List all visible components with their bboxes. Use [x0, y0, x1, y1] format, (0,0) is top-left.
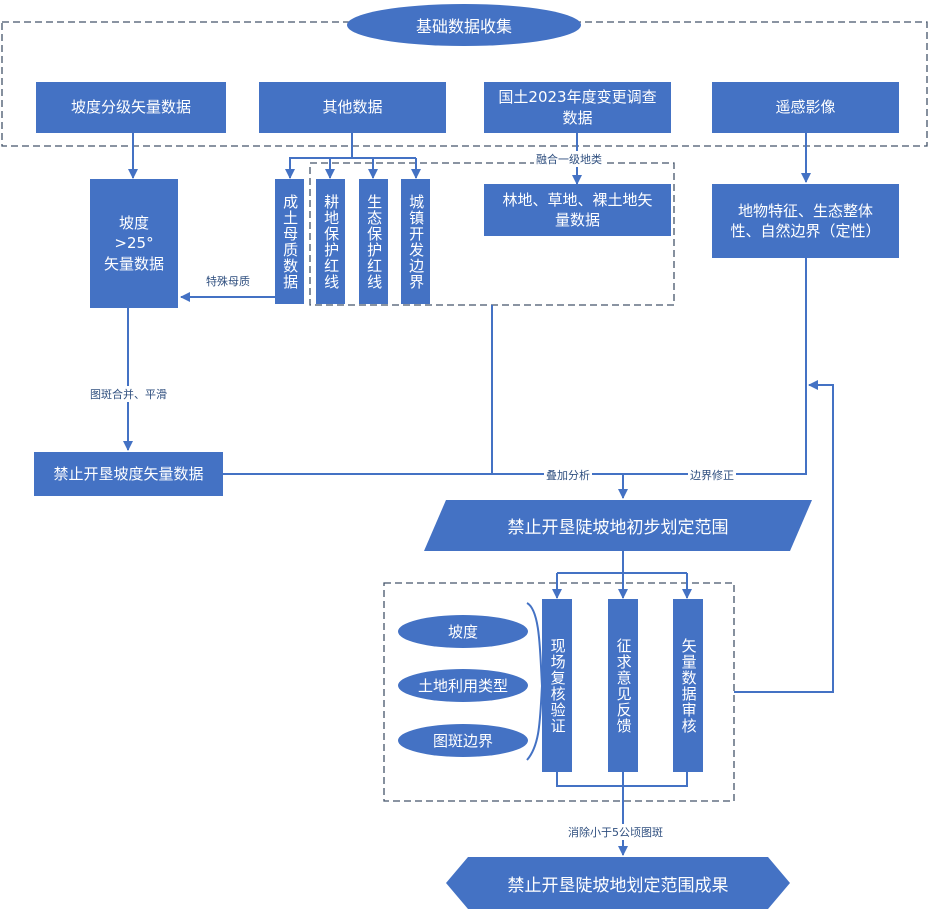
node-final-result: 禁止开垦陡坡地划定范围成果: [446, 857, 790, 909]
node-remote-sensing: 遥感影像: [712, 82, 899, 133]
node-slope-grade-vector: 坡度分级矢量数据: [36, 82, 226, 133]
urban-boundary-label: 城镇开发边界: [407, 193, 426, 290]
hexagon-shape: [446, 857, 790, 909]
verification-group-border: [383, 582, 735, 802]
slope25-line-3: 矢量数据: [103, 254, 164, 273]
vector-review-label: 矢量数据审核: [679, 637, 698, 734]
field-verification-label: 现场复核验证: [548, 637, 567, 734]
eco-redline-label: 生态保护红线: [365, 193, 384, 290]
label-overlay-analysis: 叠加分析: [544, 467, 592, 483]
label-merge-first-class: 融合一级地类: [534, 151, 604, 167]
header-basic-data-collection: 基础数据收集: [347, 4, 581, 46]
criteria-slope: 坡度: [398, 615, 528, 648]
node-land-survey-2023: 国土2023年度变更调查数据: [484, 82, 671, 133]
slope25-line-2: >25°: [114, 234, 154, 253]
connector-features-to-overlay: [623, 258, 807, 475]
label-merge-smooth: 图斑合并、平滑: [88, 386, 169, 402]
node-preliminary-range: 禁止开垦陡坡地初步划定范围: [424, 500, 812, 551]
node-ground-features: 地物特征、生态整体性、自然边界（定性）: [712, 184, 899, 258]
label-remove-small: 消除小于5公顷图斑: [566, 824, 665, 840]
node-vector-review: 矢量数据审核: [673, 599, 703, 772]
criteria-land-use-type: 土地利用类型: [398, 669, 528, 702]
node-opinion-feedback: 征求意见反馈: [608, 599, 638, 772]
node-prohibit-slope-vector: 禁止开垦坡度矢量数据: [34, 452, 223, 496]
node-slope-over-25: 坡度 >25° 矢量数据: [90, 179, 178, 308]
node-forest-grass-bare: 林地、草地、裸土地矢量数据: [484, 184, 671, 236]
node-field-verification: 现场复核验证: [542, 599, 572, 772]
label-special-parent: 特殊母质: [204, 273, 252, 289]
connector-feedback-loop: [734, 380, 834, 693]
connector-other-to-redlines: [289, 133, 353, 178]
node-other-data: 其他数据: [259, 82, 446, 133]
node-eco-redline: 生态保护红线: [359, 179, 388, 304]
criteria-bracket: [526, 602, 544, 761]
parallelogram-shape: [424, 500, 812, 551]
farmland-redline-label: 耕地保护红线: [322, 193, 341, 290]
node-parent-soil: 成土母质数据: [275, 179, 304, 304]
slope25-line-1: 坡度: [118, 214, 149, 233]
parent-soil-label: 成土母质数据: [281, 193, 300, 290]
node-farmland-redline: 耕地保护红线: [316, 179, 345, 304]
node-urban-boundary: 城镇开发边界: [401, 179, 430, 304]
preliminary-label: 禁止开垦陡坡地初步划定范围: [507, 518, 729, 538]
criteria-patch-boundary: 图斑边界: [398, 724, 528, 757]
final-result-label: 禁止开垦陡坡地划定范围成果: [507, 875, 729, 896]
connector-parentsoil-to-slope25: [180, 292, 291, 304]
opinion-feedback-label: 征求意见反馈: [614, 637, 633, 734]
label-boundary-fix: 边界修正: [688, 467, 736, 483]
